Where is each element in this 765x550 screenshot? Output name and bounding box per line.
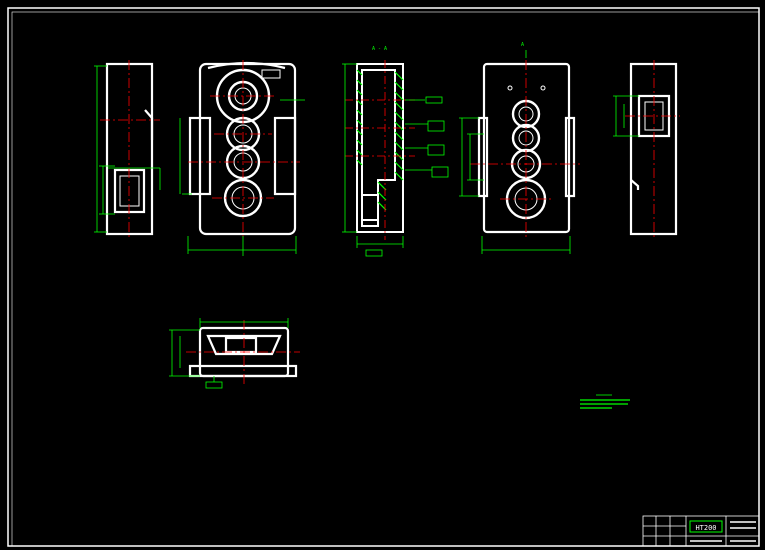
view-marker: A bbox=[521, 42, 524, 48]
title-block[interactable]: HT200 bbox=[642, 515, 760, 547]
front-view-gear-housing[interactable] bbox=[179, 60, 305, 256]
sheet-frame bbox=[7, 7, 760, 547]
part-code-box bbox=[689, 520, 723, 533]
side-view-right[interactable] bbox=[613, 60, 680, 238]
rear-view-gear-housing[interactable]: A bbox=[459, 42, 580, 254]
technical-notes bbox=[580, 394, 630, 409]
top-view[interactable] bbox=[169, 318, 300, 389]
part-code: HT200 bbox=[695, 524, 716, 532]
side-view-left[interactable] bbox=[94, 60, 161, 238]
section-label: A - A bbox=[372, 46, 387, 52]
section-view-a-a[interactable]: A - A bbox=[342, 46, 449, 257]
